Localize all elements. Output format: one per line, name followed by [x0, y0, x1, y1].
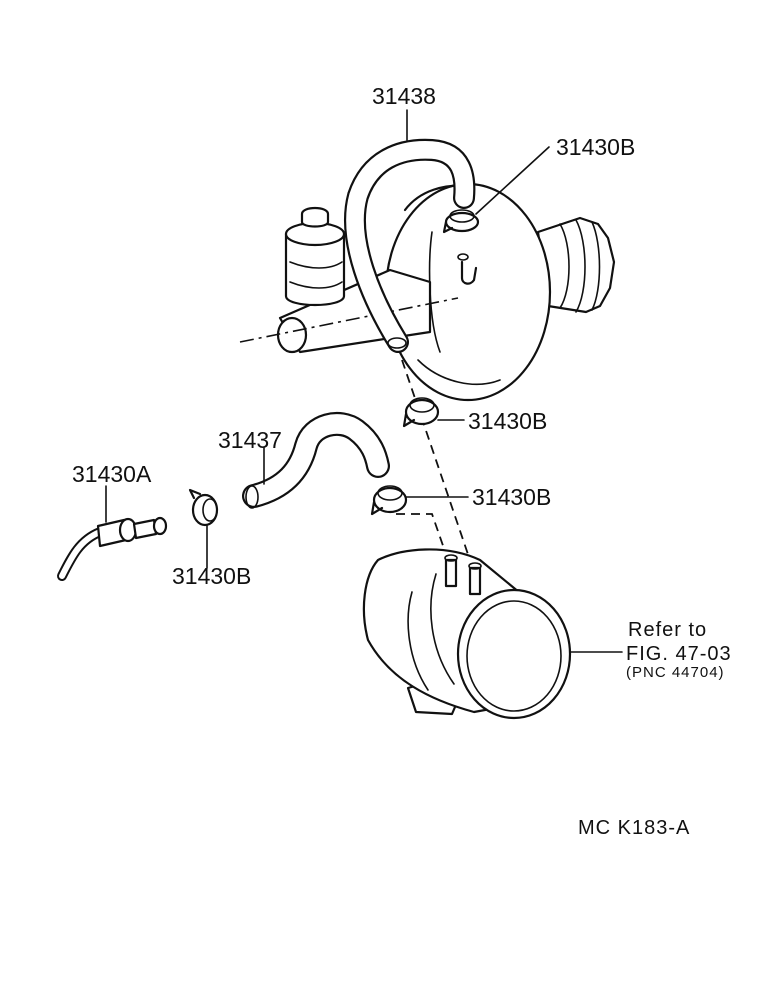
label-31430a: 31430A	[72, 461, 152, 487]
vacuum-hose-upper	[344, 138, 476, 353]
label-31430b-top: 31430B	[556, 134, 635, 160]
connection-line-vertical	[401, 359, 475, 573]
clip-left-icon	[188, 488, 219, 527]
catalog-code: MC K183-A	[578, 817, 690, 839]
booster-housing-lower	[362, 548, 572, 720]
reference-line-1: Refer to	[628, 619, 707, 641]
reference-line-2: FIG. 47-03	[626, 643, 732, 665]
label-31430b-lower: 31430B	[472, 484, 551, 510]
label-31437: 31437	[218, 427, 282, 453]
label-31430b-mid: 31430B	[468, 408, 547, 434]
leader-clip-top	[475, 146, 550, 215]
booster-stud	[460, 260, 478, 285]
label-31430b-left: 31430B	[172, 563, 251, 589]
housing-ring-inner	[466, 600, 562, 712]
clip-lower-icon	[370, 485, 408, 516]
housing-ring-outer	[456, 588, 572, 720]
booster-bellows	[536, 216, 616, 314]
label-31438: 31438	[372, 83, 436, 109]
reference-line-3: (PNC 44704)	[626, 664, 725, 681]
clip-mid-icon	[402, 397, 440, 428]
vacuum-hose-lower	[242, 411, 390, 509]
check-valve	[57, 516, 168, 581]
connection-line-branch	[396, 513, 449, 561]
